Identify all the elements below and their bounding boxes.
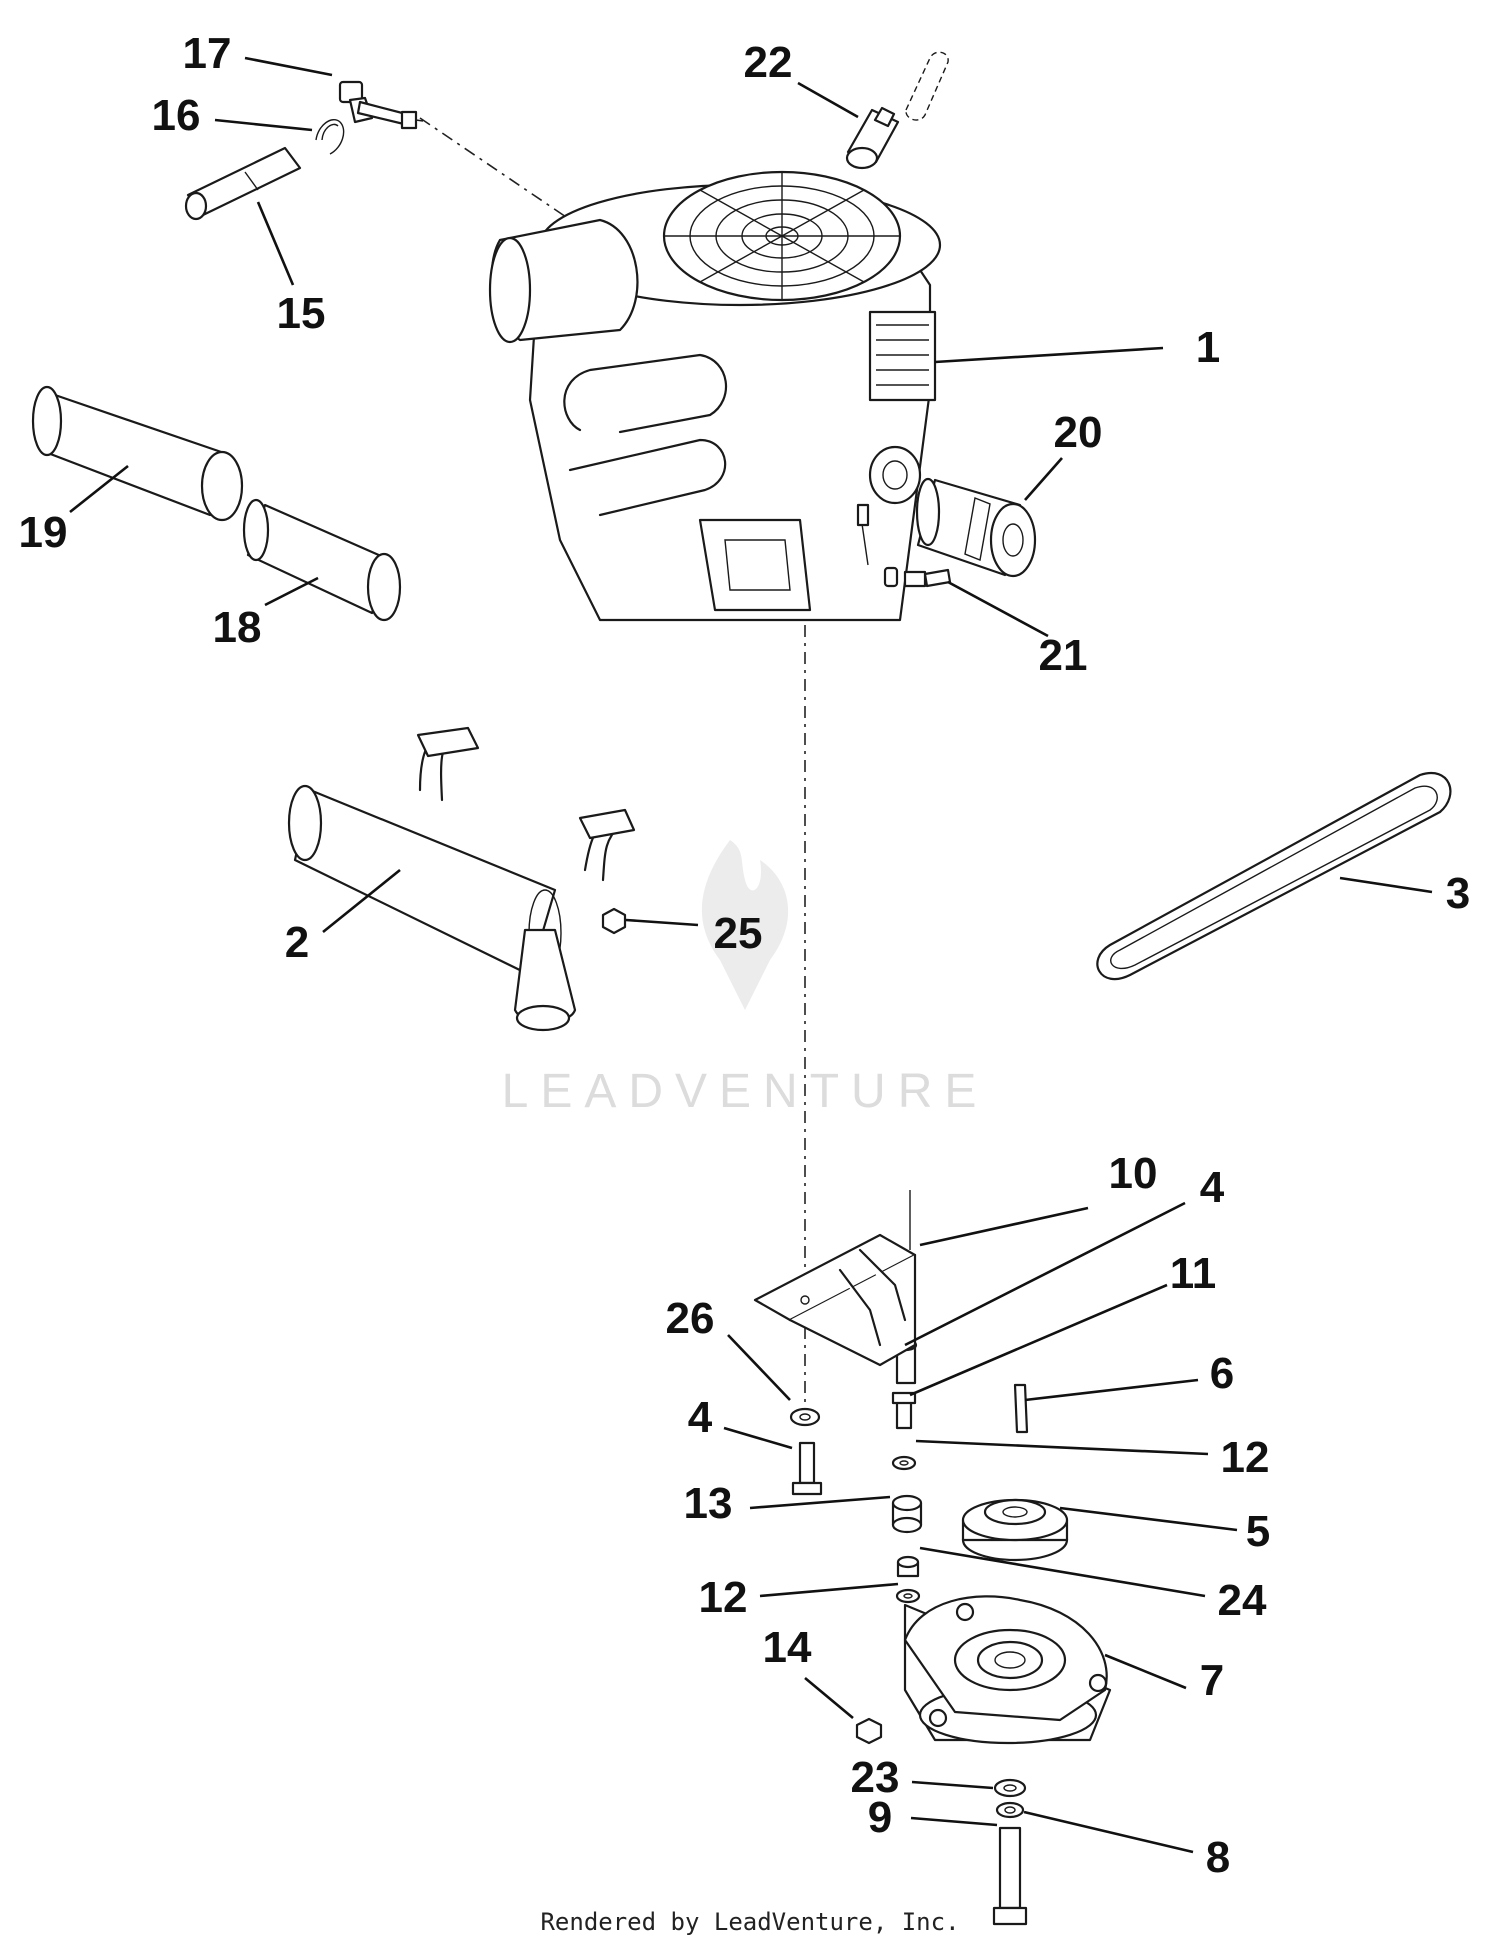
callout-11: 11 bbox=[1170, 1249, 1217, 1298]
watermark: LEADVENTURE bbox=[502, 840, 989, 1118]
fuel-filter-part-22 bbox=[845, 51, 949, 170]
callout-10: 10 bbox=[1109, 1149, 1158, 1198]
callouts: 1 2 3 4 4 5 6 7 8 9 10 11 12 12 13 14 15… bbox=[19, 29, 1471, 1882]
callout-18: 18 bbox=[213, 603, 262, 652]
nut-part-25 bbox=[601, 907, 627, 935]
washer-part-12b bbox=[895, 1588, 921, 1604]
filter-part-18 bbox=[242, 498, 402, 622]
washer-part-12a bbox=[891, 1455, 917, 1471]
callout-14: 14 bbox=[763, 1623, 812, 1672]
callout-24: 24 bbox=[1218, 1576, 1267, 1625]
callout-2: 2 bbox=[285, 918, 309, 967]
callout-1: 1 bbox=[1196, 323, 1220, 372]
callout-4b: 4 bbox=[1200, 1163, 1225, 1212]
drain-fitting-part-21 bbox=[856, 503, 952, 588]
washer-part-26 bbox=[789, 1407, 821, 1427]
callout-23: 23 bbox=[851, 1753, 900, 1802]
engine-part-1 bbox=[488, 170, 942, 622]
oil-filter-part-20 bbox=[915, 477, 1037, 578]
spacer-part-13 bbox=[891, 1494, 923, 1534]
callout-26: 26 bbox=[666, 1294, 715, 1343]
footer-credit: Rendered by LeadVenture, Inc. bbox=[540, 1908, 959, 1936]
callout-8: 8 bbox=[1206, 1833, 1230, 1882]
callout-7: 7 bbox=[1200, 1656, 1224, 1705]
callout-12b: 12 bbox=[699, 1573, 748, 1622]
shoulder-bolt-part-11 bbox=[891, 1391, 917, 1430]
callout-25: 25 bbox=[714, 909, 763, 958]
callout-12a: 12 bbox=[1221, 1433, 1270, 1482]
callout-9: 9 bbox=[868, 1793, 892, 1842]
callout-22: 22 bbox=[744, 38, 793, 87]
tee-fitting-part-17 bbox=[338, 80, 424, 130]
callout-5: 5 bbox=[1246, 1507, 1270, 1556]
bracket-part-10 bbox=[753, 1190, 917, 1367]
callout-17: 17 bbox=[183, 29, 232, 78]
bolt-part-9 bbox=[992, 1826, 1028, 1926]
bushing-part-24 bbox=[896, 1555, 920, 1578]
clutch-part-7 bbox=[903, 1595, 1112, 1745]
callout-19: 19 bbox=[19, 508, 68, 557]
callout-20: 20 bbox=[1054, 408, 1103, 457]
muffler-part-2 bbox=[287, 726, 636, 1032]
capscrew-part-4a bbox=[791, 1441, 823, 1496]
belt-part-3 bbox=[1096, 772, 1452, 981]
nut-part-14 bbox=[855, 1717, 883, 1745]
leader-lines bbox=[69, 56, 1433, 1854]
flat-washer-part-23 bbox=[993, 1778, 1027, 1798]
key-part-6 bbox=[1013, 1383, 1029, 1434]
callout-15: 15 bbox=[277, 289, 326, 338]
watermark-logo-icon bbox=[701, 840, 789, 1010]
hose-part-15 bbox=[184, 146, 302, 221]
callout-21: 21 bbox=[1039, 631, 1088, 680]
callout-13: 13 bbox=[684, 1479, 733, 1528]
filter-part-19 bbox=[31, 385, 244, 522]
callout-6: 6 bbox=[1210, 1349, 1234, 1398]
callout-4a: 4 bbox=[688, 1393, 713, 1442]
watermark-text: LEADVENTURE bbox=[502, 1065, 989, 1118]
pulley-part-5 bbox=[961, 1498, 1069, 1562]
lockwasher-part-8 bbox=[995, 1801, 1025, 1819]
callout-3: 3 bbox=[1446, 869, 1470, 918]
clamp-part-16 bbox=[315, 119, 345, 155]
callout-16: 16 bbox=[152, 91, 201, 140]
